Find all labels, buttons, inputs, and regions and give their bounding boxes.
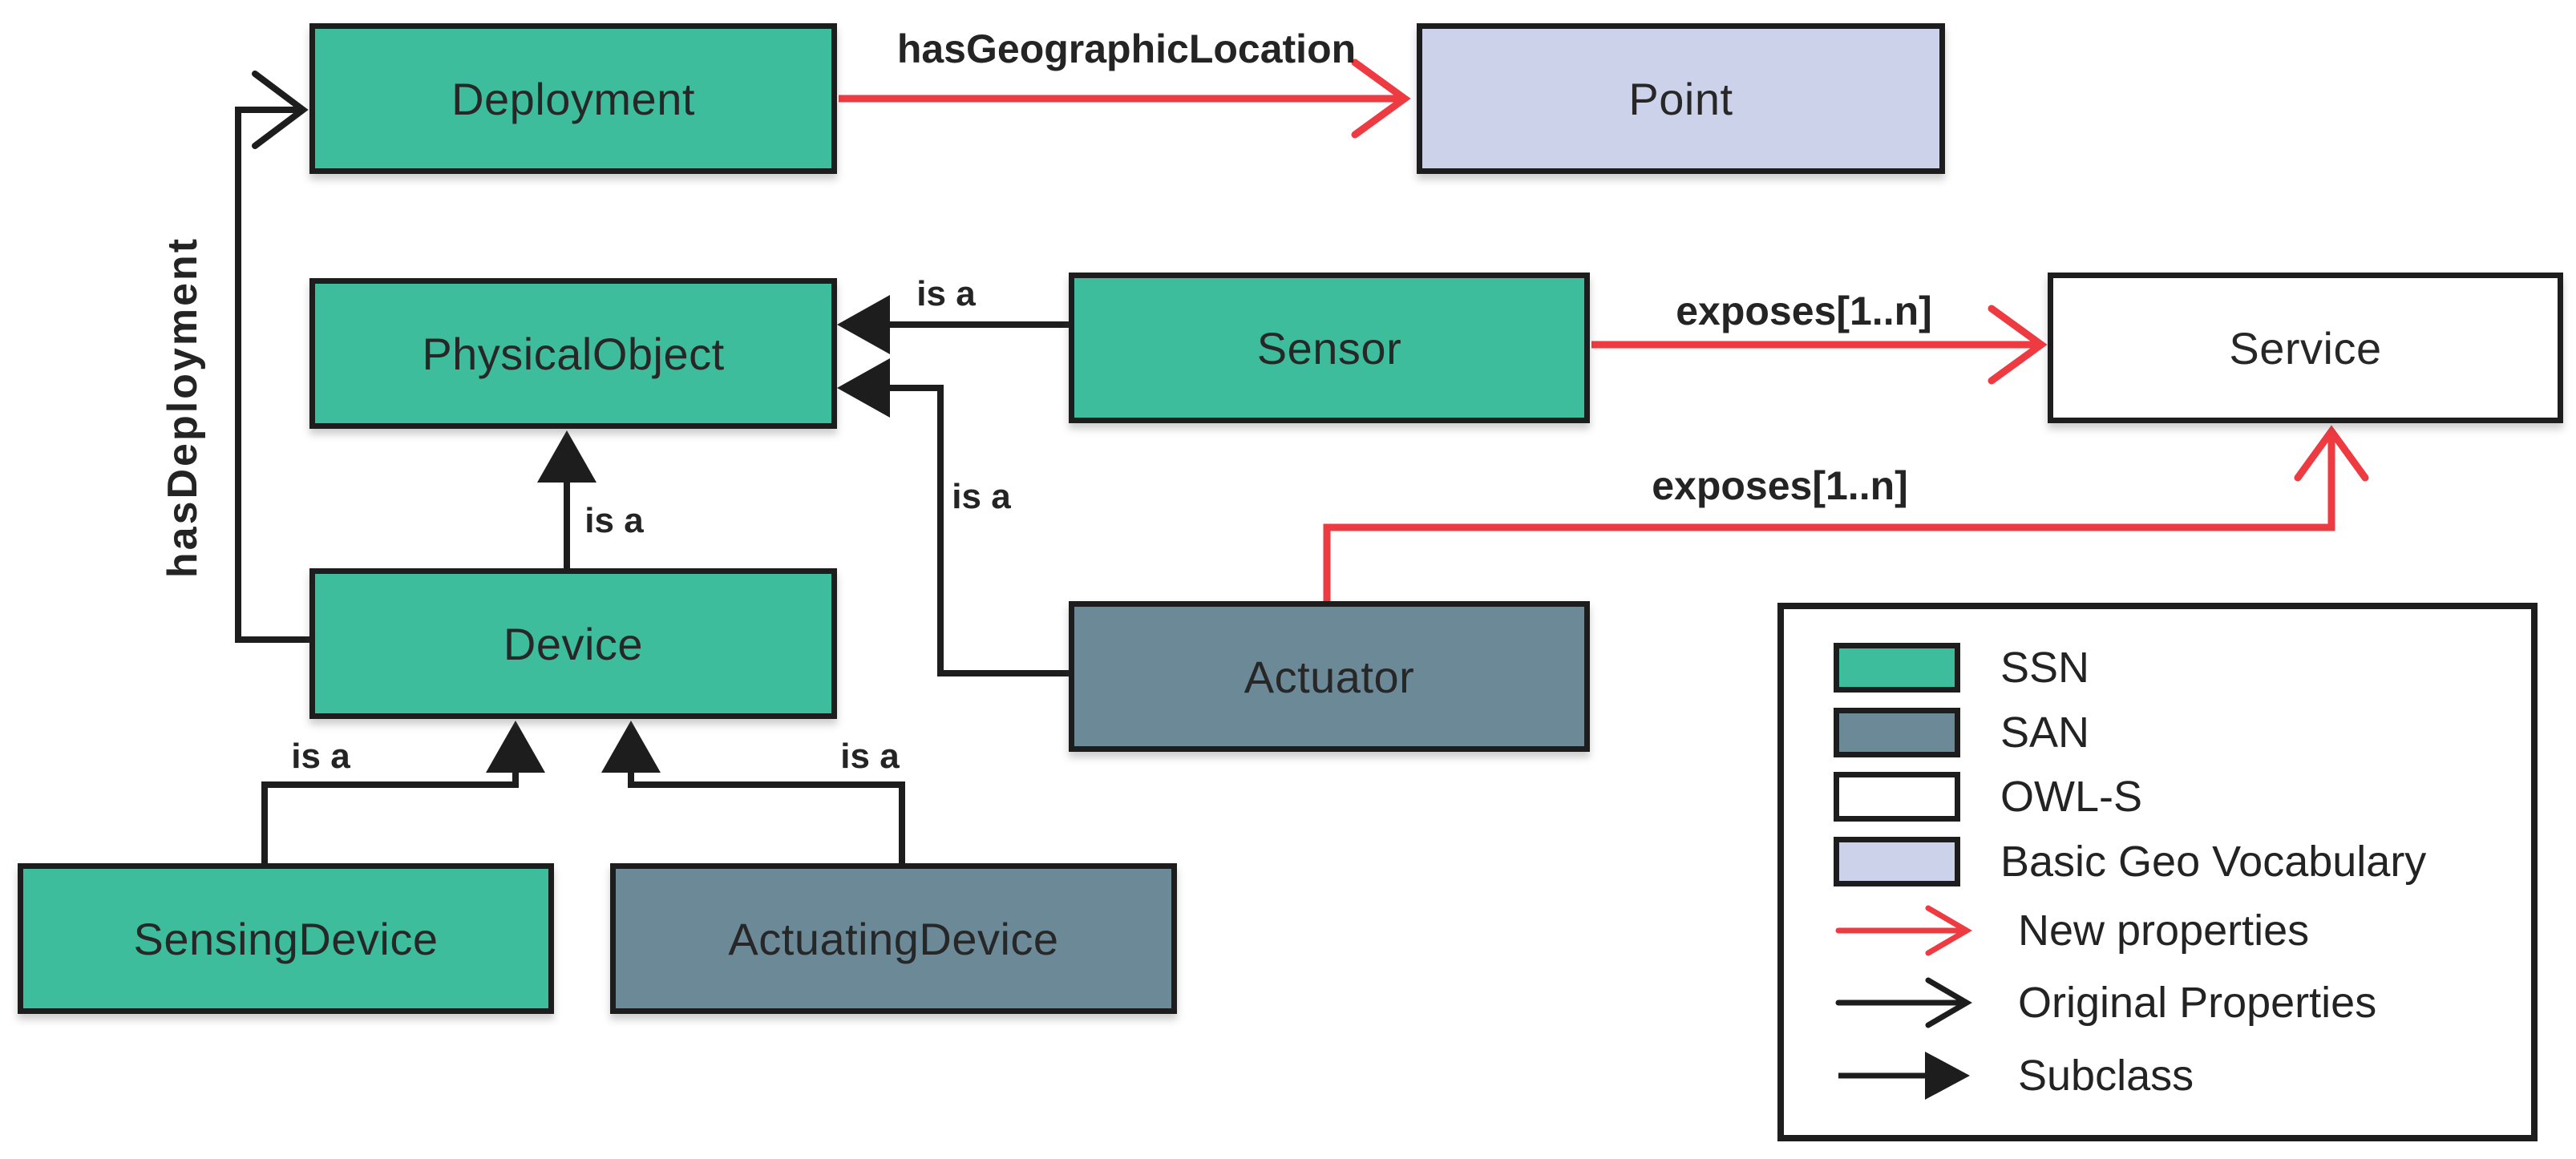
node-physical-object: PhysicalObject: [309, 278, 837, 429]
edge-label-sensor-isa: is a: [916, 274, 976, 313]
node-sensor-label: Sensor: [1256, 322, 1402, 374]
edge-sensor-exposes: [1591, 305, 2048, 385]
owls-swatch-icon: [1834, 772, 1960, 822]
legend: SSN SAN OWL-S Basic Geo Vocabulary New p…: [1777, 603, 2538, 1141]
edge-label-has-deployment: hasDeployment: [160, 236, 206, 579]
black-open-arrow-icon: [1835, 977, 1972, 1028]
node-actuator-label: Actuator: [1244, 651, 1415, 702]
edge-label-actuating-device-isa: is a: [840, 737, 900, 776]
edge-sensing-device-isa: [261, 721, 545, 863]
edge-label-device-isa: is a: [584, 501, 644, 540]
san-swatch-icon: [1834, 707, 1960, 757]
node-physical-object-label: PhysicalObject: [422, 328, 725, 379]
legend-item-new-properties: New properties: [1834, 902, 2515, 959]
legend-item-subclass: Subclass: [1834, 1047, 2515, 1104]
node-deployment: Deployment: [309, 23, 837, 174]
node-point-label: Point: [1628, 73, 1733, 124]
node-device: Device: [309, 568, 837, 719]
edge-label-sensor-exposes: exposes[1..n]: [1676, 289, 1932, 333]
legend-item-san: SAN: [1834, 707, 2515, 757]
edge-label-has-geographic-location: hasGeographicLocation: [896, 26, 1357, 71]
node-actuator: Actuator: [1069, 601, 1590, 752]
legend-item-owls: OWL-S: [1834, 772, 2515, 822]
node-sensing-device-label: SensingDevice: [133, 913, 439, 964]
legend-label-original-properties: Original Properties: [2018, 979, 2377, 1028]
red-open-arrow-icon: [1835, 905, 1972, 956]
edge-sensor-isa: [837, 295, 1069, 354]
legend-label-owls: OWL-S: [2000, 773, 2143, 822]
node-deployment-label: Deployment: [451, 73, 695, 124]
edge-actuator-exposes: [1323, 425, 2369, 603]
node-actuating-device-label: ActuatingDevice: [728, 913, 1059, 964]
legend-label-ssn: SSN: [2000, 644, 2090, 692]
legend-item-ssn: SSN: [1834, 643, 2515, 693]
black-filled-arrow-icon: [1838, 1051, 1970, 1100]
node-point: Point: [1417, 23, 1945, 174]
legend-item-basic-geo: Basic Geo Vocabulary: [1834, 836, 2515, 886]
legend-label-san: SAN: [2000, 708, 2090, 757]
legend-label-new-properties: New properties: [2018, 906, 2310, 955]
edge-device-isa: [537, 430, 596, 568]
edge-label-actuator-exposes: exposes[1..n]: [1652, 463, 1908, 508]
edge-actuator-isa: [837, 358, 1069, 676]
edge-actuating-device-isa: [601, 721, 905, 863]
basic-geo-swatch-icon: [1834, 836, 1960, 886]
edge-label-sensing-device-isa: is a: [291, 737, 350, 776]
edge-has-geographic-location: [839, 59, 1411, 139]
node-sensor: Sensor: [1069, 273, 1590, 423]
node-device-label: Device: [503, 618, 644, 669]
edge-label-actuator-isa: is a: [952, 477, 1011, 516]
node-actuating-device: ActuatingDevice: [610, 863, 1177, 1014]
node-service: Service: [2048, 273, 2563, 423]
legend-label-basic-geo: Basic Geo Vocabulary: [2000, 837, 2427, 886]
node-service-label: Service: [2229, 322, 2382, 374]
node-sensing-device: SensingDevice: [18, 863, 554, 1014]
legend-item-original-properties: Original Properties: [1834, 974, 2515, 1032]
legend-label-subclass: Subclass: [2018, 1051, 2194, 1100]
edge-has-deployment: [235, 71, 309, 643]
ssn-swatch-icon: [1834, 643, 1960, 693]
